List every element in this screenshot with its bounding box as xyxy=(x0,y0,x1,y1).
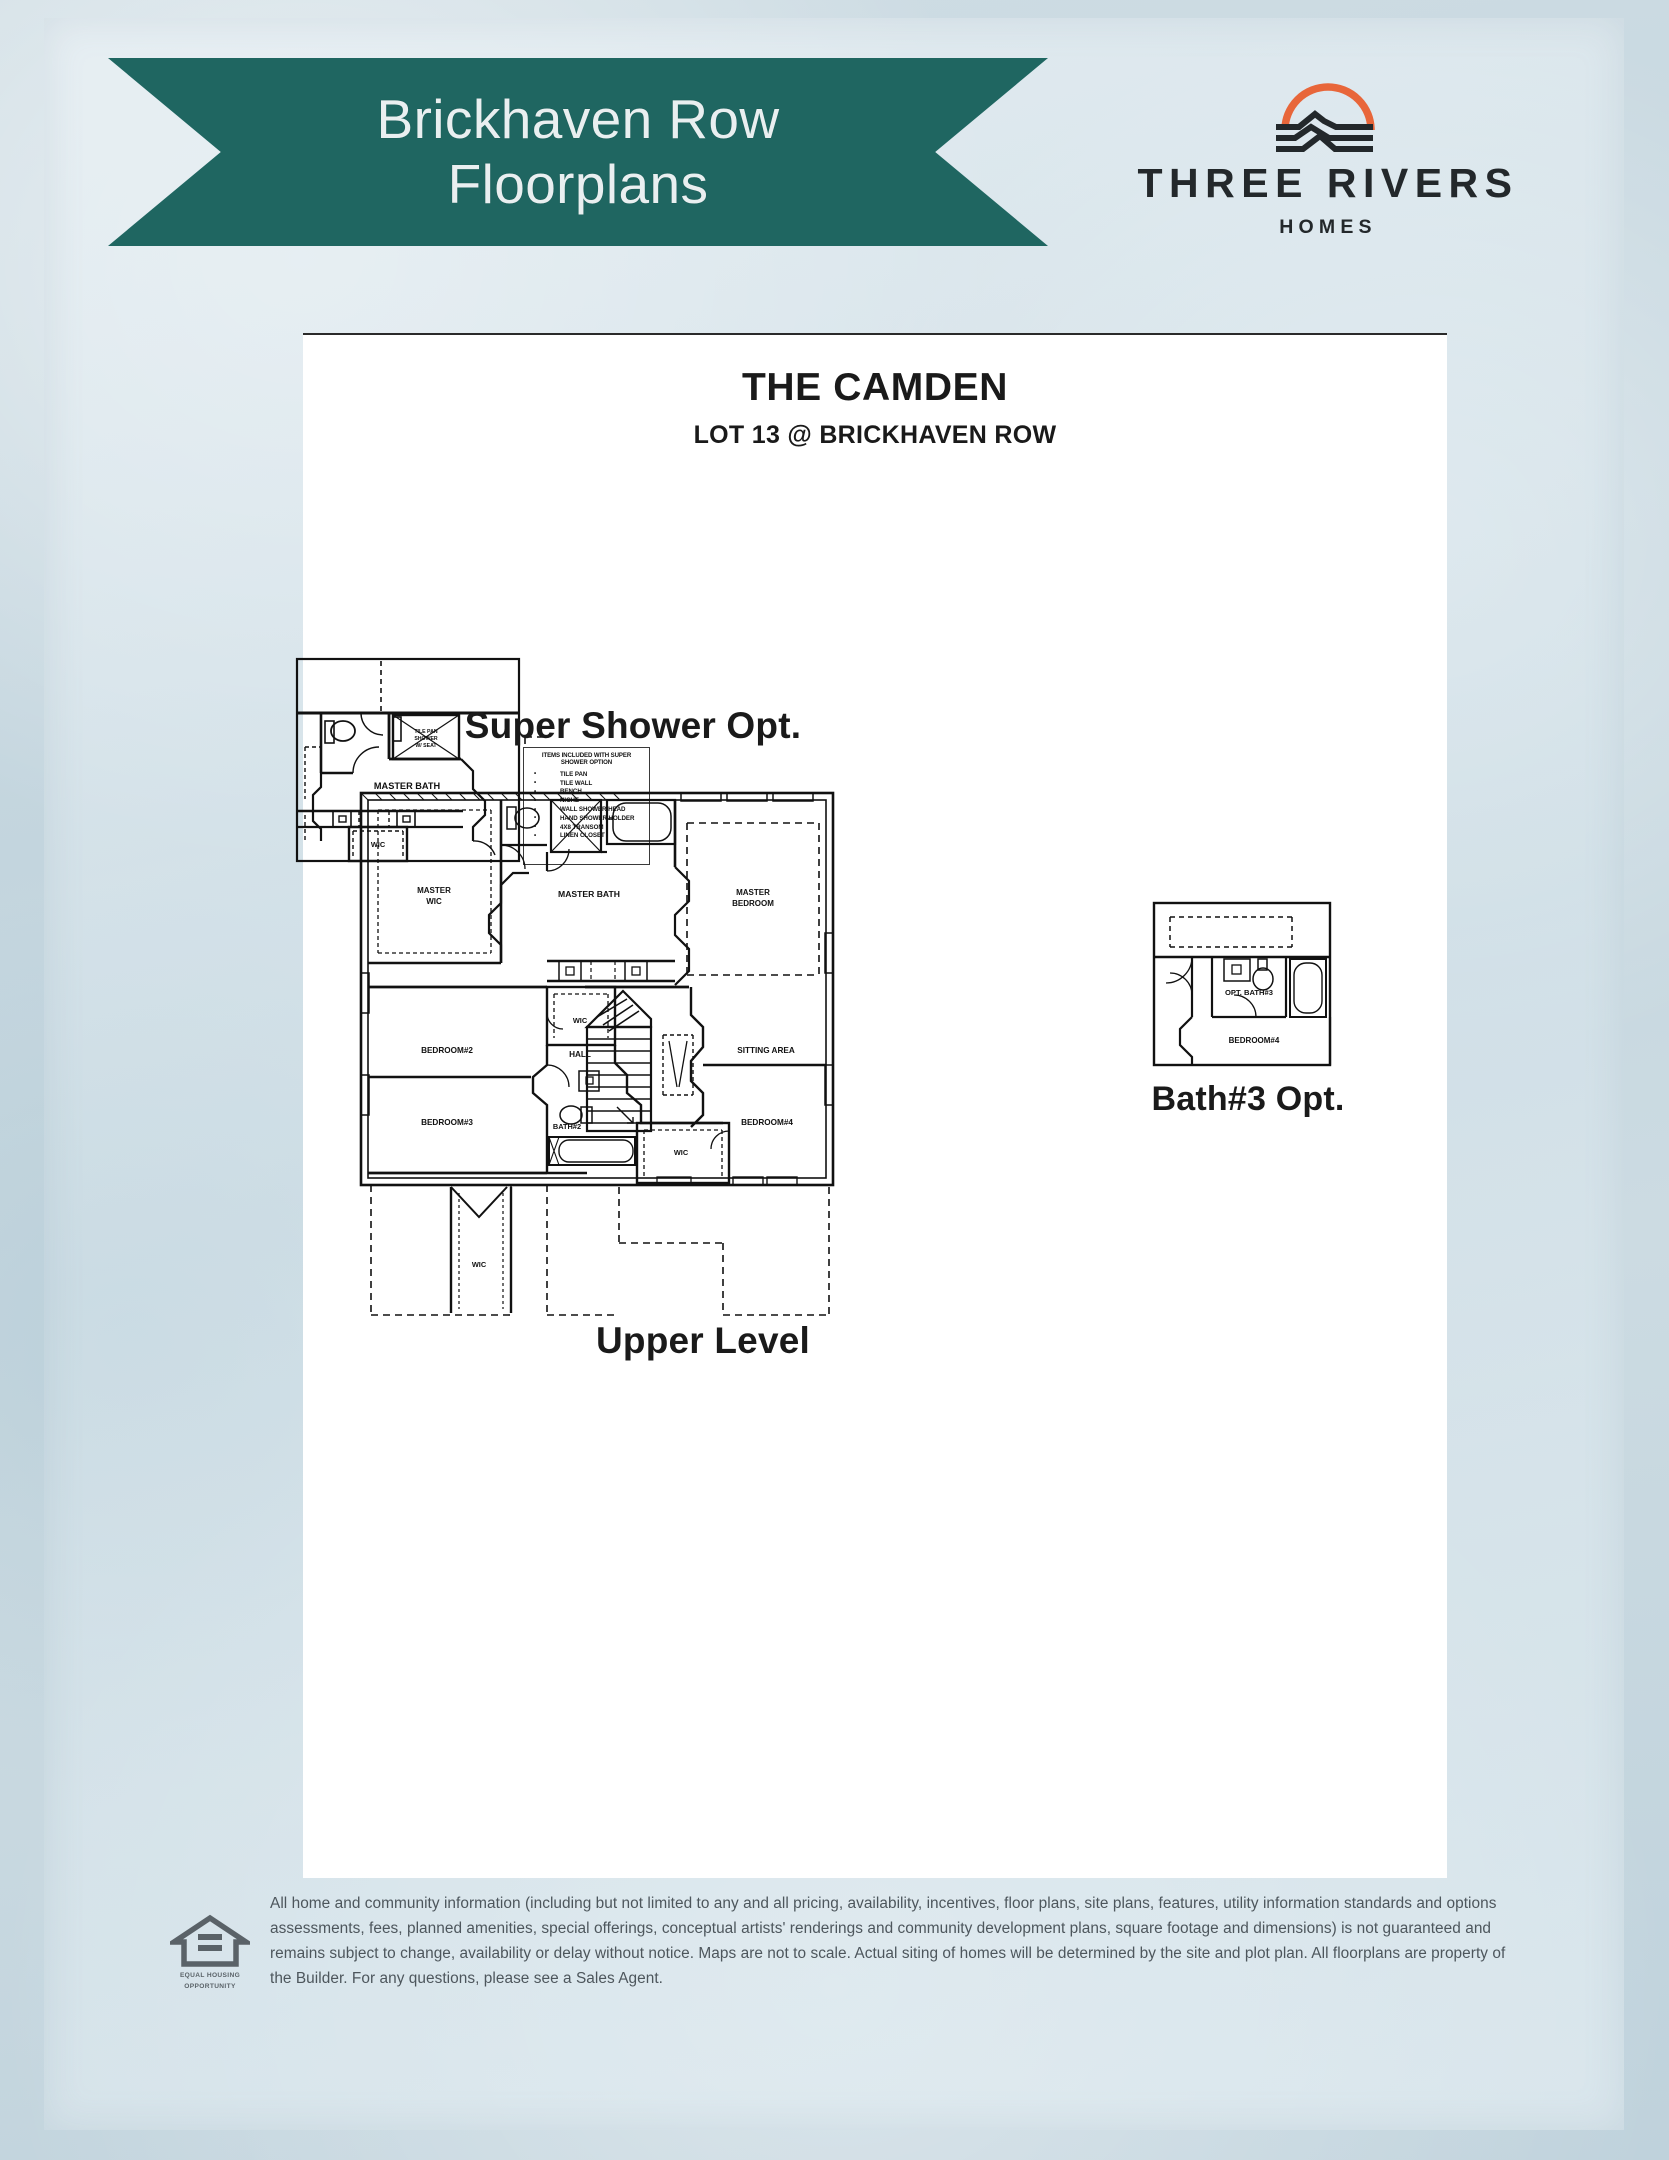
room-label-wic-center: WIC xyxy=(573,1016,588,1025)
legal-disclaimer: All home and community information (incl… xyxy=(270,1895,1506,1987)
room-label-sitting-area: SITTING AREA xyxy=(737,1046,795,1055)
plan-bath3-option: OPT. BATH#3 BEDROOM#4 xyxy=(1146,895,1346,1085)
room-label-master-bath: MASTER BATH xyxy=(558,889,620,899)
room-label-master-wic: MASTER xyxy=(417,886,451,895)
logo-brand-name: THREE RIVERS xyxy=(1137,160,1519,206)
caption-bath3-option: Bath#3 Opt. xyxy=(1151,1080,1345,1118)
room-label-wic-bottom: WIC xyxy=(674,1148,689,1157)
three-rivers-sun-mountain-logo-icon xyxy=(1263,70,1393,156)
room-label-bedroom-3: BEDROOM#3 xyxy=(421,1118,473,1127)
room-label-master-bedroom: MASTER xyxy=(736,888,770,897)
room-label-wic: WIC xyxy=(371,840,386,849)
list-item: 4X8 TRANSOM xyxy=(534,823,645,833)
room-label-bedroom-2: BEDROOM#2 xyxy=(421,1046,473,1055)
list-item: TILE WALL xyxy=(534,779,645,789)
room-label-master-bath: MASTER BATH xyxy=(374,781,441,791)
equal-housing-opportunity-logo: EQUAL HOUSING OPPORTUNITY xyxy=(158,1912,262,1992)
list-item: HAND SHOWER HOLDER xyxy=(534,814,645,824)
list-item: LINEN CLOSET xyxy=(534,832,645,841)
room-label-master-bedroom-2: BEDROOM xyxy=(732,899,774,908)
room-label-tile-shower: TILE PAN xyxy=(414,729,438,735)
notes-heading: ITEMS INCLUDED WITH SUPER SHOWER OPTION xyxy=(541,752,632,767)
eho-label-line-1: EQUAL HOUSING xyxy=(179,1972,241,1979)
logo-tagline: HOMES xyxy=(1279,216,1377,238)
room-label-bath-2: BATH#2 xyxy=(553,1122,581,1131)
eho-label-line-2: OPPORTUNITY xyxy=(184,1982,236,1990)
room-label-hall: HALL xyxy=(569,1050,591,1059)
floorplan-sheet: THE CAMDEN LOT 13 @ BRICKHAVEN ROW xyxy=(295,333,1447,1878)
equal-housing-opportunity-icon xyxy=(158,1912,262,1970)
banner-title-line-2: Floorplans xyxy=(447,153,709,215)
brand-logo: THREE RIVERS HOMES xyxy=(1108,70,1548,270)
list-item: TILE PAN xyxy=(534,770,645,780)
room-label-wic-lower: WIC xyxy=(472,1260,487,1269)
page-subtitle: LOT 13 @ BRICKHAVEN ROW xyxy=(693,421,1057,449)
plan-upper-level: MASTER WIC MASTER BATH MASTER BEDROOM WI… xyxy=(351,775,871,1320)
room-label-opt-bath-3: OPT. BATH#3 xyxy=(1225,988,1273,997)
caption-super-shower: Super Shower Opt. xyxy=(464,705,802,746)
footer: EQUAL HOUSING OPPORTUNITY All home and c… xyxy=(158,1890,1558,2020)
room-label-bedroom-4-opt: BEDROOM#4 xyxy=(1229,1036,1280,1045)
room-label-bedroom-4: BEDROOM#4 xyxy=(741,1118,793,1127)
super-shower-notes-box: ITEMS INCLUDED WITH SUPER SHOWER OPTION … xyxy=(523,747,650,865)
page-title: THE CAMDEN xyxy=(742,366,1008,409)
banner-title-line-1: Brickhaven Row xyxy=(376,88,780,151)
room-label-master-wic-2: WIC xyxy=(426,897,442,906)
header-banner: Brickhaven Row Floorplans xyxy=(108,58,1048,246)
room-label-tile-shower-2: SHOWER xyxy=(414,736,438,742)
caption-upper-level: Upper Level xyxy=(596,1320,810,1361)
room-label-tile-shower-3: W/ SEAT xyxy=(415,743,437,749)
